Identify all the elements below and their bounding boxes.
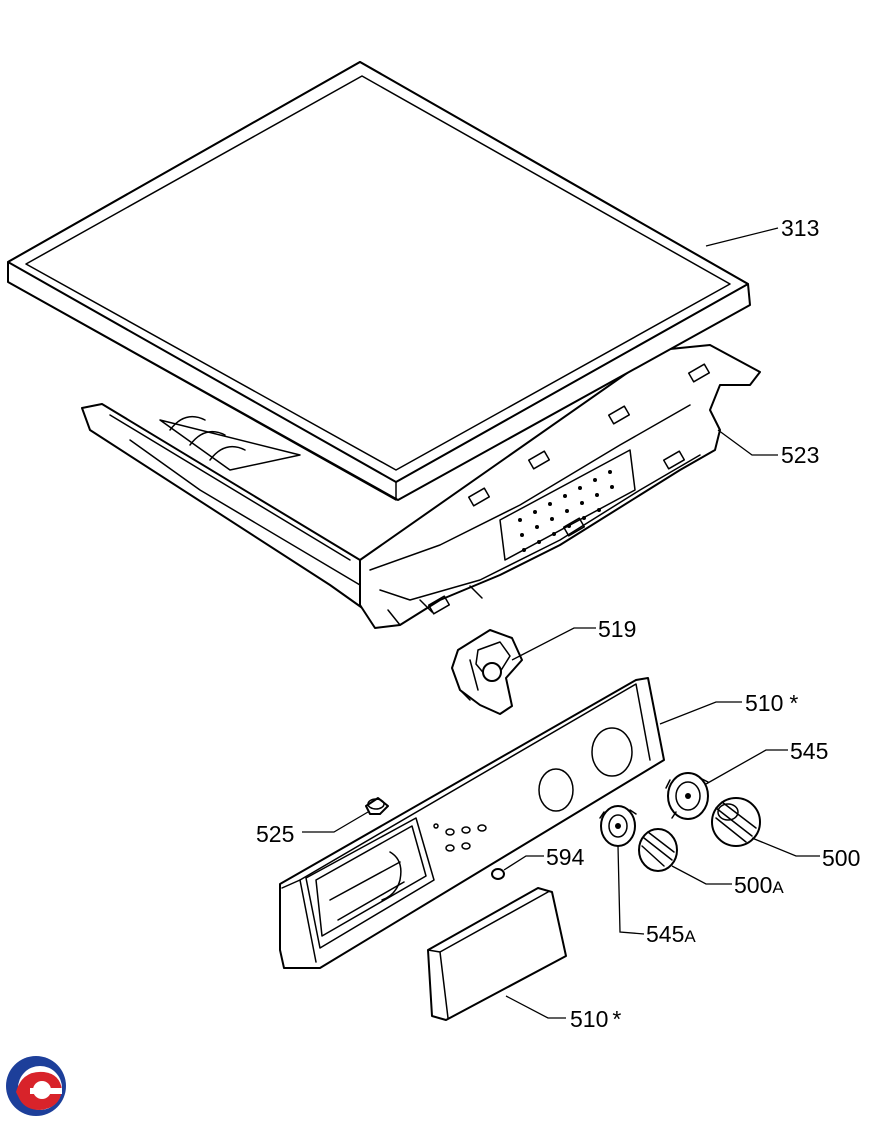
leader-lines xyxy=(302,227,820,1019)
leader-545A xyxy=(617,845,645,935)
callout-545A: 545A xyxy=(646,921,696,947)
callout-313: 313 xyxy=(781,215,819,241)
callout-519: 519 xyxy=(598,616,636,642)
callout-labels: 313 523 519 510* 545 500 525 594 500A 54… xyxy=(256,215,860,1032)
part-545-drawing xyxy=(665,772,709,820)
leader-594 xyxy=(503,855,544,871)
brand-logo-icon xyxy=(6,1056,66,1116)
part-523-drawing xyxy=(81,344,761,629)
leader-545 xyxy=(705,749,788,785)
part-545A-drawing xyxy=(599,805,637,847)
part-510-fascia-drawing xyxy=(279,677,665,969)
part-594-drawing xyxy=(491,868,505,880)
leader-519 xyxy=(511,627,596,661)
part-519-drawing xyxy=(451,629,523,715)
callout-594: 594 xyxy=(546,844,585,870)
callout-500: 500 xyxy=(822,845,860,871)
callout-510-fascia: 510* xyxy=(745,690,798,716)
callout-525: 525 xyxy=(256,821,294,847)
callout-545: 545 xyxy=(790,738,828,764)
callout-500A: 500A xyxy=(734,872,784,898)
part-525-drawing xyxy=(365,797,389,815)
leader-500 xyxy=(751,837,820,857)
leader-510-fascia xyxy=(659,701,742,725)
leader-525 xyxy=(302,811,369,833)
leader-510-drawer xyxy=(505,995,566,1019)
leader-500A xyxy=(671,865,732,885)
part-510-drawer-drawing xyxy=(427,887,567,1021)
part-500-drawing xyxy=(711,797,761,847)
callout-523: 523 xyxy=(781,442,819,468)
leader-523 xyxy=(717,429,778,456)
part-500A-drawing xyxy=(638,828,678,872)
part-313-drawing xyxy=(7,61,751,501)
callout-510-drawer: 510* xyxy=(570,1006,621,1032)
leader-313 xyxy=(705,227,779,247)
